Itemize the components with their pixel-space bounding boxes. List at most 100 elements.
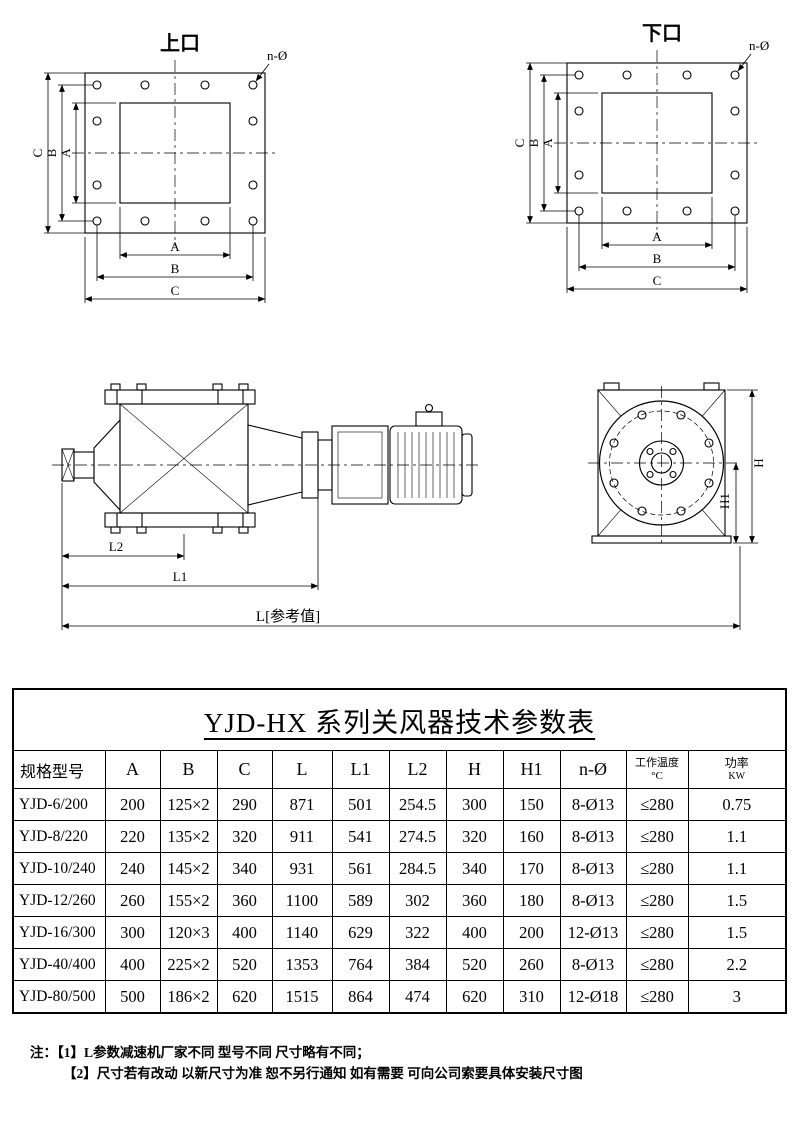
cell-n: 8-Ø13 [559, 948, 627, 981]
col-header-h1: H1 [502, 750, 561, 789]
cell-kw: 0.75 [687, 788, 787, 821]
cell-c: 290 [216, 788, 273, 821]
flange-top-title: 上口 [160, 32, 200, 55]
cell-h1: 160 [502, 820, 561, 853]
dim-label-h: H [751, 458, 766, 467]
cell-a: 300 [104, 916, 161, 949]
flange-top-centerlines [72, 60, 278, 246]
length-dimensions [61, 483, 741, 630]
cell-kw: 1.1 [687, 852, 787, 885]
note-2-text: 【2】尺寸若有改动 以新尺寸为准 恕不另行通知 如有需要 可向公司索要具体安装尺… [63, 1066, 583, 1081]
flange-top-left-dimensions [44, 72, 116, 234]
cell-n: 12-Ø18 [559, 980, 627, 1014]
dim-label-c-left: C [30, 149, 45, 158]
assembly-views: L2 L1 L[参考值] [52, 382, 766, 630]
note-line-2: 【2】尺寸若有改动 以新尺寸为准 恕不另行通知 如有需要 可向公司索要具体安装尺… [30, 1063, 583, 1084]
dim-label-c-left: C [512, 139, 527, 148]
note-line-1: 注：【1】L参数减速机厂家不同 型号不同 尺寸略有不同； [30, 1042, 583, 1063]
power-header-line2: KW [728, 770, 746, 782]
table-title-row: YJD-HX 系列关风器技术参数表 [12, 688, 787, 751]
cell-n: 8-Ø13 [559, 820, 627, 853]
cell-b: 225×2 [159, 948, 218, 981]
cell-h: 360 [445, 884, 504, 917]
dim-label-b-bottom: B [653, 251, 662, 266]
cell-c: 400 [216, 916, 273, 949]
dim-label-l2: L2 [109, 539, 123, 554]
cell-temp: ≤280 [625, 948, 689, 981]
dim-label-b-bottom: B [171, 261, 180, 276]
dim-label-h1: H1 [717, 493, 732, 509]
temp-header-line1: 工作温度 [635, 757, 679, 770]
cell-c: 320 [216, 820, 273, 853]
cell-kw: 3 [687, 980, 787, 1014]
bolt-leader-line [737, 53, 752, 72]
cell-c: 520 [216, 948, 273, 981]
col-header-n-phi: n-Ø [559, 750, 627, 789]
cell-l1: 501 [331, 788, 390, 821]
cell-a: 240 [104, 852, 161, 885]
cell-h: 320 [445, 820, 504, 853]
notes-label: 注： [30, 1045, 57, 1060]
flange-bottom-bottom-dimensions [566, 197, 748, 293]
cell-l: 911 [271, 820, 333, 853]
front-view-centerlines [588, 386, 737, 546]
dim-label-a-bottom: A [170, 239, 180, 254]
cell-l1: 629 [331, 916, 390, 949]
cell-model: YJD-40/400 [12, 948, 106, 981]
cell-l2: 284.5 [388, 852, 447, 885]
flange-top-bottom-dimensions [84, 207, 266, 303]
gearbox-and-motor [247, 403, 473, 506]
col-header-l1: L1 [331, 750, 390, 789]
cell-temp: ≤280 [625, 980, 689, 1014]
valve-side-view [61, 383, 256, 534]
col-header-temperature: 工作温度 °C [625, 750, 689, 789]
cell-l2: 474 [388, 980, 447, 1014]
col-header-power: 功率 KW [687, 750, 787, 789]
cell-b: 125×2 [159, 788, 218, 821]
cell-temp: ≤280 [625, 788, 689, 821]
col-header-a: A [104, 750, 161, 789]
cell-l: 1140 [271, 916, 333, 949]
cell-h: 620 [445, 980, 504, 1014]
flange-bottom-centerlines [554, 50, 760, 236]
col-header-c: C [216, 750, 273, 789]
col-header-l2: L2 [388, 750, 447, 789]
cell-h1: 310 [502, 980, 561, 1014]
cell-kw: 1.5 [687, 916, 787, 949]
cell-b: 135×2 [159, 820, 218, 853]
cell-l1: 864 [331, 980, 390, 1014]
notes: 注：【1】L参数减速机厂家不同 型号不同 尺寸略有不同； 【2】尺寸若有改动 以… [30, 1042, 583, 1084]
table-header-row: 规格型号 A B C L L1 L2 H H1 n-Ø 工作温度 °C [12, 750, 787, 789]
spec-table: YJD-HX 系列关风器技术参数表 规格型号 A B C L L1 L2 H H… [12, 688, 787, 1014]
flange-drawing-top-port: 上口 A B C [30, 32, 287, 303]
cell-n: 8-Ø13 [559, 852, 627, 885]
table-title-text: YJD-HX 系列关风器技术参数表 [203, 707, 596, 738]
cell-model: YJD-8/220 [12, 820, 106, 853]
cell-model: YJD-12/260 [12, 884, 106, 917]
cell-kw: 1.5 [687, 884, 787, 917]
cell-l: 931 [271, 852, 333, 885]
flange-bottom-left-dimensions [526, 62, 598, 224]
table-title: YJD-HX 系列关风器技术参数表 [12, 688, 787, 751]
cell-h: 400 [445, 916, 504, 949]
cell-c: 620 [216, 980, 273, 1014]
bolt-count-label: n-Ø [267, 48, 287, 63]
dim-label-l-reference: L[参考值] [256, 608, 320, 625]
cell-kw: 2.2 [687, 948, 787, 981]
cell-c: 360 [216, 884, 273, 917]
dim-label-a-bottom: A [652, 229, 662, 244]
cell-a: 200 [104, 788, 161, 821]
cell-l2: 302 [388, 884, 447, 917]
cell-a: 400 [104, 948, 161, 981]
cell-l2: 384 [388, 948, 447, 981]
front-view-details [609, 410, 714, 516]
cell-kw: 1.1 [687, 820, 787, 853]
cell-temp: ≤280 [625, 884, 689, 917]
